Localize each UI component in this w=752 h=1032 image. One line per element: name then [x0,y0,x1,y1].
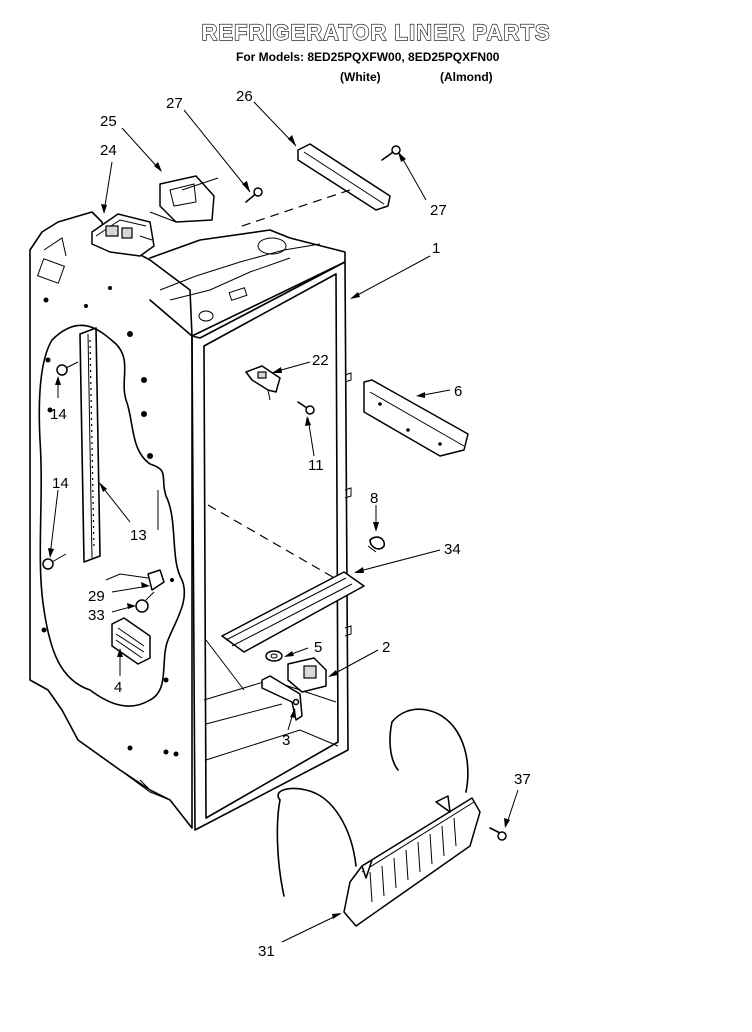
screw-27-left [245,187,263,203]
variant-almond: (Almond) [440,70,493,84]
callout-26: 26 [236,88,253,105]
callout-1: 1 [432,240,440,257]
screw-14-lower [42,553,67,570]
callout-31: 31 [258,943,275,960]
screw-14-upper [56,361,79,376]
callout-29: 29 [88,588,105,605]
panel-holes [41,286,179,757]
callout-14-lower: 14 [52,475,69,492]
callout-27-left: 27 [166,95,183,112]
callout-6: 6 [454,383,462,400]
callout-13: 13 [130,527,147,544]
leader-lines [48,101,519,943]
model-numbers: For Models: 8ED25PQXFW00, 8ED25PQXFN00 [236,50,500,64]
callout-33: 33 [88,607,105,624]
callout-5: 5 [314,639,322,656]
part-8-clip [367,536,386,553]
part-29-socket [105,569,165,591]
page-title: REFRIGERATOR LINER PARTS [201,19,551,45]
part-24-housing [91,213,155,257]
part-26-rail [235,143,391,229]
callout-14-upper: 14 [50,406,67,423]
callout-25: 25 [100,113,117,130]
part-4-grille [111,617,151,665]
part-2-switch [287,657,327,693]
part-25-bracket [149,175,219,223]
callout-3: 3 [282,732,290,749]
variant-white: (White) [340,70,381,84]
callout-27-right: 27 [430,202,447,219]
part-5-grommet [265,650,283,662]
callout-2: 2 [382,639,390,656]
part-3-bracket [261,675,303,721]
callout-4: 4 [114,679,122,696]
part-13-rail [79,327,101,563]
cover-ribs [369,817,457,903]
callout-8: 8 [370,490,378,507]
part-6-bracket [363,379,469,457]
part-33-bulb [135,591,155,613]
liner-cabinet [29,211,352,831]
callout-37: 37 [514,771,531,788]
callout-22: 22 [312,352,329,369]
part-31-cover [276,708,481,927]
callout-labels: 27 26 25 24 27 1 22 6 14 11 14 8 13 34 2… [50,88,531,960]
callout-11: 11 [308,457,324,474]
part-22-bracket [245,365,281,401]
part-34-shelf [221,571,365,653]
callout-24: 24 [100,142,117,159]
screw-11 [297,401,315,415]
screw-27-right [381,145,401,161]
callout-34: 34 [444,541,461,558]
screw-37 [489,827,507,841]
